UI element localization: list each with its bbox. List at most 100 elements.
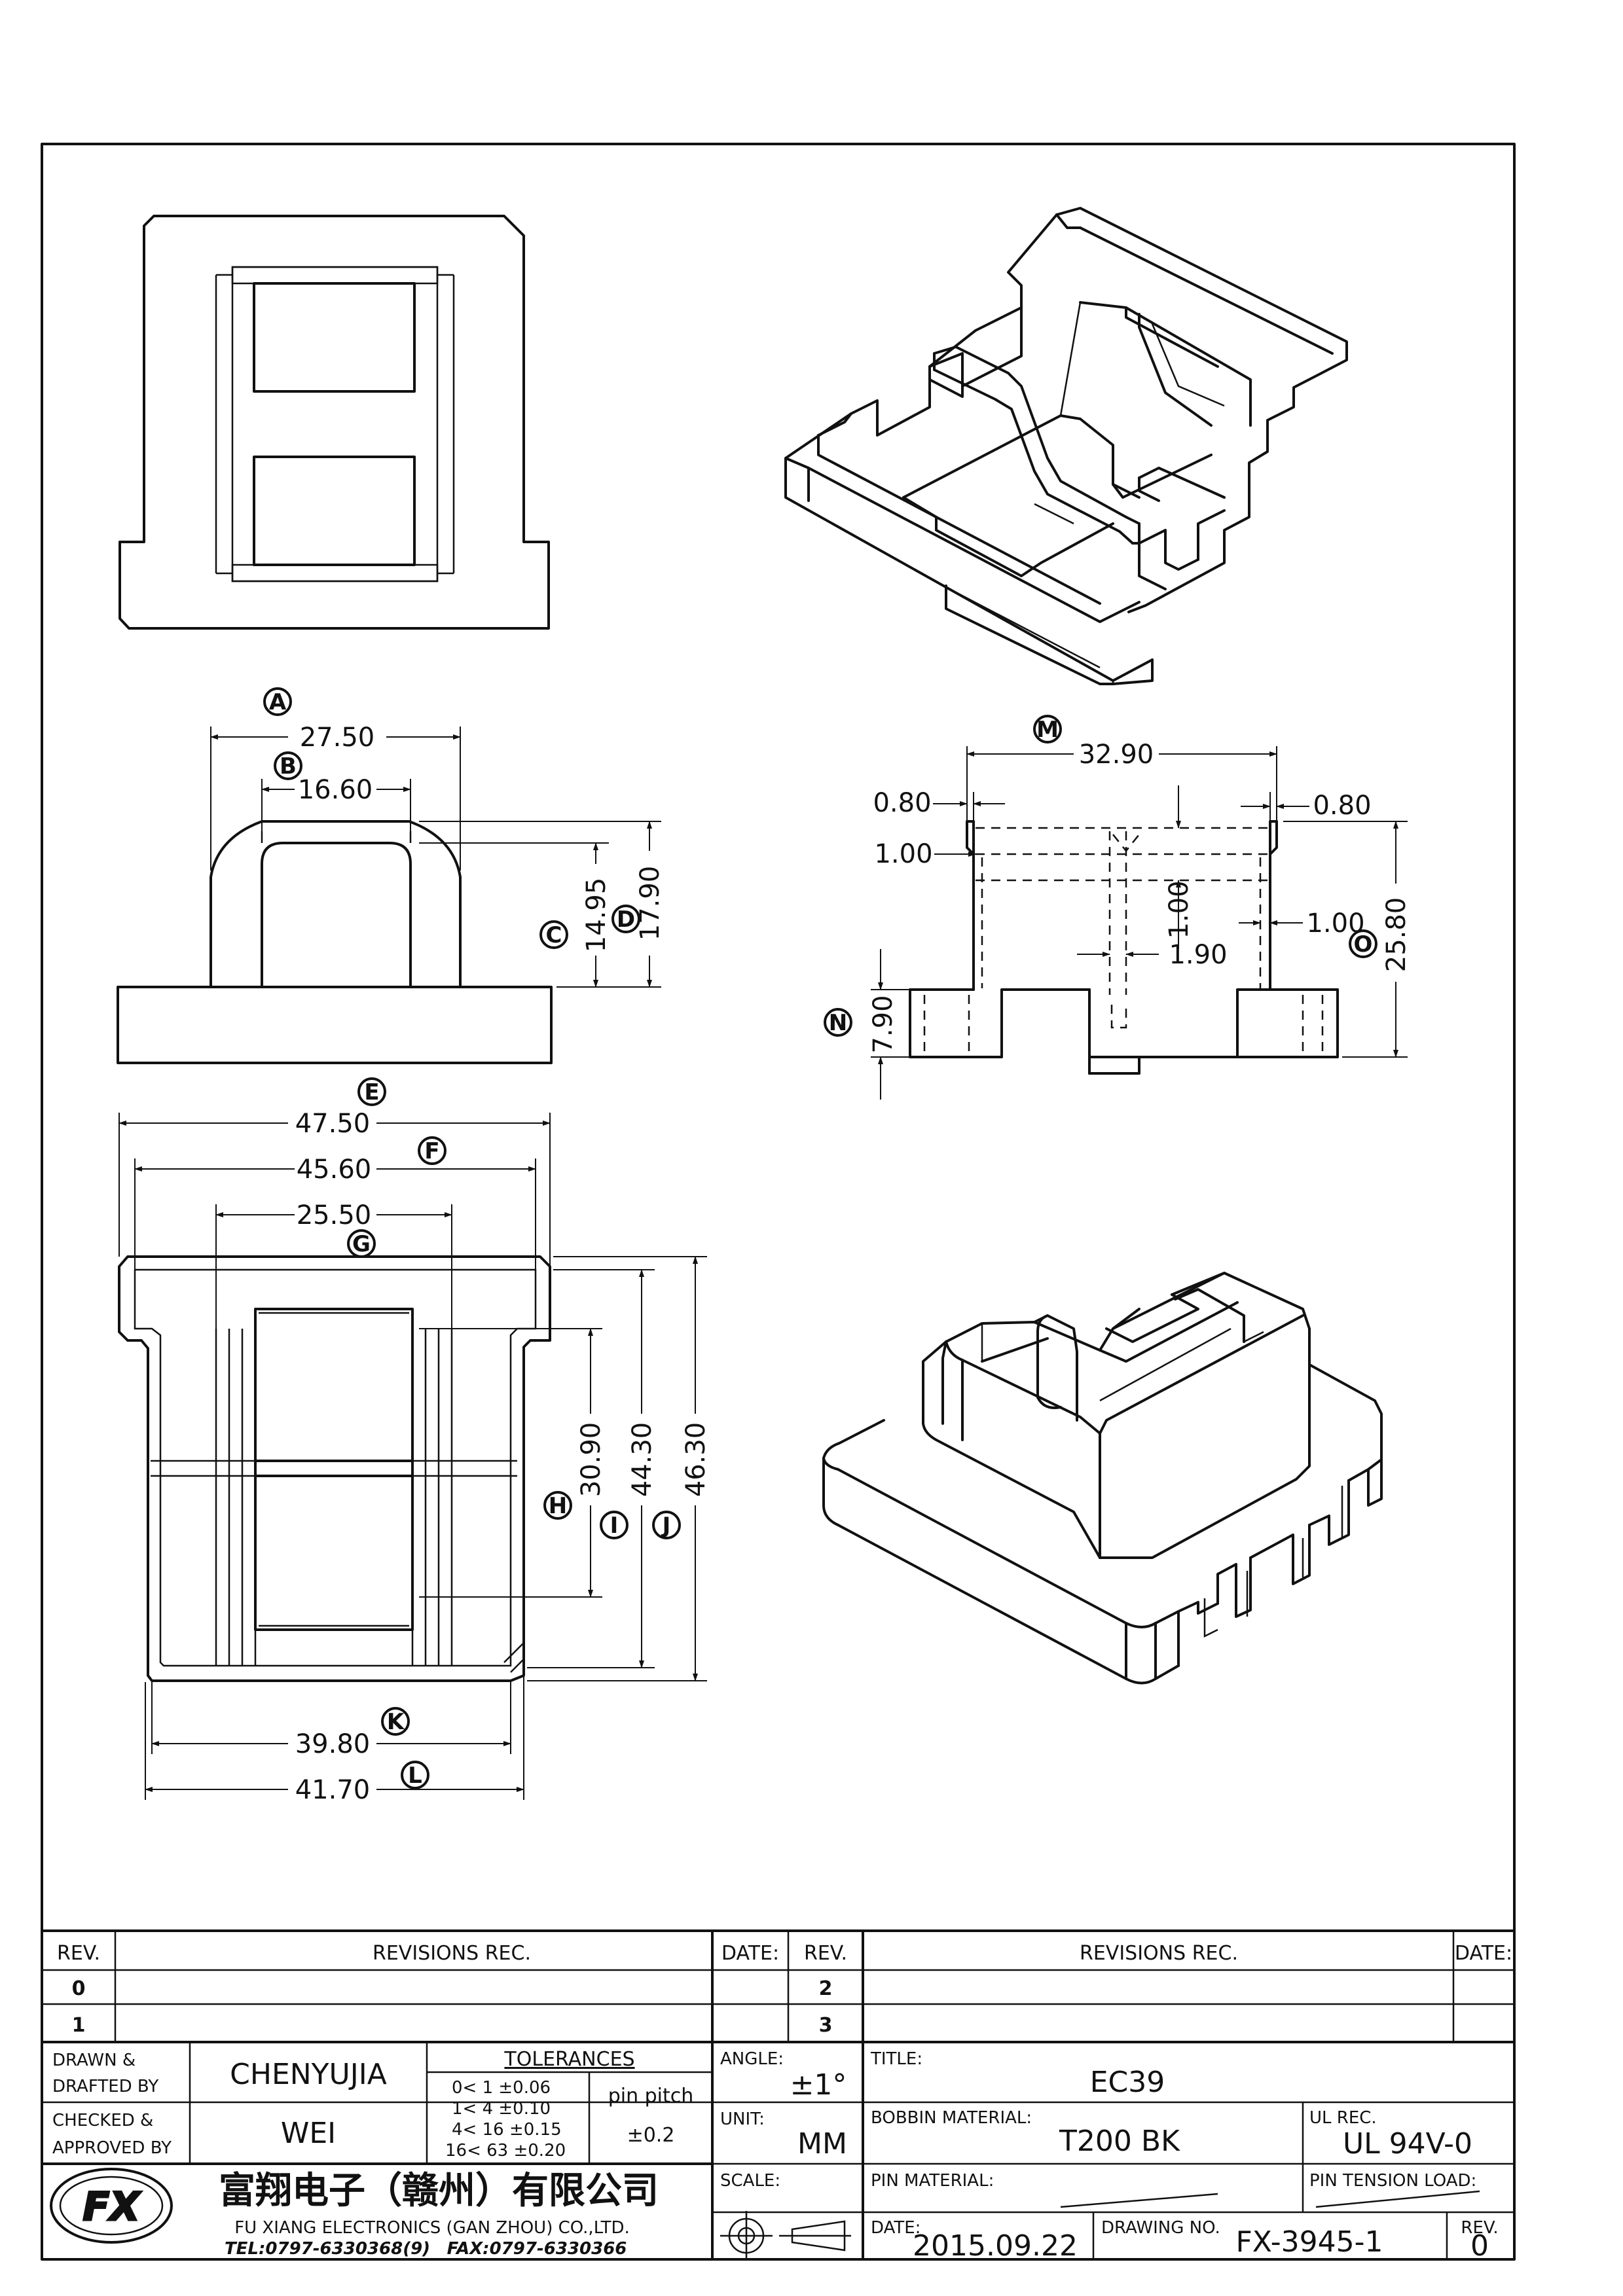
rev-row-1: 1 [72,2014,86,2037]
drawn-label-1: DRAWN & [52,2051,136,2070]
date-label: DATE: [871,2218,921,2238]
dim-i-balloon: I [600,1511,629,1539]
dim-wall-left: 0.80 [873,788,931,818]
revisions-header-left: REVISIONS REC. [373,1942,531,1965]
dim-d-value: 17.90 [635,866,665,941]
angle-label: ANGLE: [720,2049,784,2069]
dim-o-value: 25.80 [1381,897,1412,973]
dim-m-value: 32.90 [1079,740,1154,770]
drawn-by: CHENYUJIA [230,2058,387,2091]
pin-pitch-value: ±0.2 [627,2124,675,2147]
dim-g-value: 25.50 [297,1200,372,1230]
plan-view: 47.50 E 45.60 F 25.50 G 30.90 [118,1077,711,1805]
dim-b-value: 16.60 [298,775,373,805]
svg-text:M: M [1036,717,1059,743]
svg-text:K: K [387,1709,405,1735]
drawn-label-2: DRAFTED BY [52,2077,158,2096]
sheet-border [41,143,1516,2261]
tolerance-row-3: 4< 16 ±0.15 [452,2120,562,2140]
dim-j-balloon: J [652,1511,681,1539]
dim-b-balloon: B [274,751,302,780]
rev-row-2: 2 [819,1977,833,2000]
tolerance-row-1: 0< 1 ±0.06 [452,2078,551,2098]
dim-e-value: 47.50 [295,1109,371,1139]
dim-m-balloon: M [1033,715,1062,744]
tolerance-row-4: 16< 63 ±0.20 [445,2141,566,2161]
date-value: 2015.09.22 [913,2229,1078,2263]
tolerances-title: TOLERANCES [503,2048,634,2071]
dim-h-balloon: H [543,1491,572,1520]
dim-n-value: 7.90 [868,995,898,1053]
title-value: EC39 [1090,2066,1165,2099]
rev-header-right: REV. [804,1942,847,1965]
dim-c-balloon: C [539,920,568,949]
dim-j-value: 46.30 [681,1422,711,1498]
dim-mid-vertical: 1.00 [1164,880,1194,939]
top-view [119,215,550,630]
dim-f-value: 45.60 [297,1155,372,1185]
rev-value: 0 [1470,2229,1489,2263]
company-logo: FX [50,2168,173,2244]
svg-text:L: L [408,1763,422,1789]
rev-row-0: 0 [72,1977,86,2000]
angle-value: ±1° [790,2068,847,2102]
iso-view-bottom [822,1272,1383,1685]
company-tel: TEL:0797-6330368(9) [225,2239,430,2259]
dim-e-balloon: E [357,1077,386,1106]
dim-f-balloon: F [418,1136,447,1165]
company-name-cn: 富翔电子（赣州）有限公司 [219,2170,659,2212]
dim-a-balloon: A [263,687,292,716]
rev-label: REV. [1461,2218,1498,2238]
svg-text:O: O [1354,931,1373,958]
checked-label-2: APPROVED BY [52,2138,172,2158]
dim-a-value: 27.50 [300,723,375,753]
svg-text:F: F [424,1138,439,1164]
svg-text:I: I [610,1513,619,1539]
logo-text: FX [82,2184,141,2230]
dim-l-balloon: L [401,1761,429,1789]
revisions-header-right: REVISIONS REC. [1080,1942,1238,1965]
side-view: 32.90 M 0.80 0.80 1.00 1.00 1.00 1.90 [824,715,1412,1100]
checked-label-1: CHECKED & [52,2111,153,2130]
dim-flange: 1.00 [874,839,932,869]
svg-text:D: D [617,906,635,933]
unit-value: MM [797,2127,847,2161]
dim-k-balloon: K [381,1707,410,1736]
dim-l-value: 41.70 [295,1775,371,1805]
dim-slot: 1.90 [1169,940,1227,970]
svg-text:J: J [661,1513,671,1539]
title-label: TITLE: [870,2049,922,2069]
dim-o-balloon: O [1349,929,1377,958]
svg-text:C: C [546,922,562,948]
dim-i-value: 44.30 [627,1422,657,1498]
dim-k-value: 39.80 [295,1729,371,1759]
svg-text:G: G [352,1231,371,1257]
dim-c-value: 14.95 [581,878,611,953]
pin-pitch-label: pin pitch [608,2085,694,2108]
tolerance-row-2: 1< 4 ±0.10 [452,2099,551,2119]
dim-h-value: 30.90 [576,1422,606,1498]
pin-tension-label: PIN TENSION LOAD: [1309,2171,1476,2191]
company-fax: FAX:0797-6330366 [447,2239,627,2259]
approved-by: WEI [281,2117,336,2150]
dim-g-balloon: G [347,1229,376,1258]
dim-d-balloon: D [611,905,640,933]
drawing-no-value: FX-3945-1 [1236,2225,1383,2259]
svg-text:B: B [280,753,297,780]
date-header-left: DATE: [721,1942,779,1965]
bobbin-material-label: BOBBIN MATERIAL: [871,2108,1032,2128]
title-block: REV. REVISIONS REC. DATE: REV. REVISIONS… [41,1929,1516,2263]
svg-text:H: H [549,1493,567,1519]
ul-rec-label: UL REC. [1309,2108,1377,2128]
projection-symbol-icon [720,2211,851,2259]
ul-rec-value: UL 94V-0 [1343,2127,1472,2161]
company-name-en: FU XIANG ELECTRONICS (GAN ZHOU) CO.,LTD. [234,2218,630,2238]
front-view: 27.50 A 16.60 B 14.95 C 17.90 [117,687,665,1064]
dim-wall-right: 0.80 [1313,791,1371,821]
scale-label: SCALE: [720,2171,780,2191]
svg-text:N: N [829,1010,847,1036]
svg-text:E: E [364,1079,379,1105]
rev-row-3: 3 [819,2014,833,2037]
bobbin-material-value: T200 BK [1059,2125,1180,2158]
